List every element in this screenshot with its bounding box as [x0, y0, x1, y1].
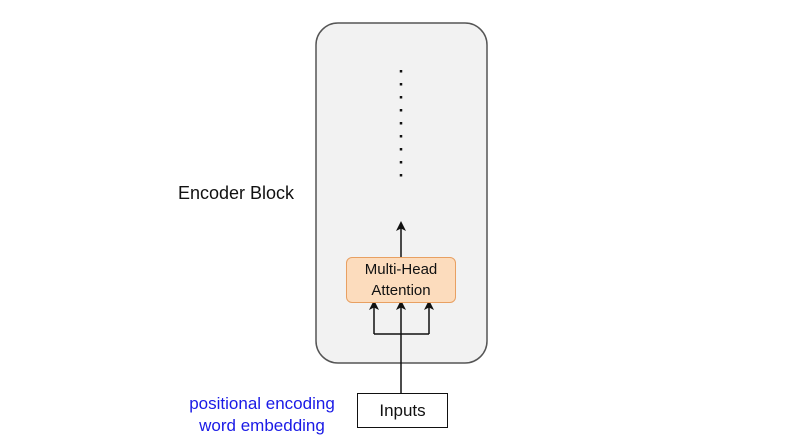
multi-head-attention-box: Multi-Head Attention — [346, 257, 456, 303]
inputs-label: Inputs — [379, 400, 426, 420]
embedding-labels: positional encoding word embedding — [176, 393, 348, 437]
inputs-box: Inputs — [357, 393, 448, 428]
positional-encoding-label: positional encoding — [189, 394, 335, 413]
word-embedding-label: word embedding — [199, 416, 325, 435]
attention-label-line2: Attention — [371, 282, 431, 299]
encoder-block-label: Encoder Block — [178, 183, 295, 203]
attention-label-line1: Multi-Head — [364, 261, 438, 278]
